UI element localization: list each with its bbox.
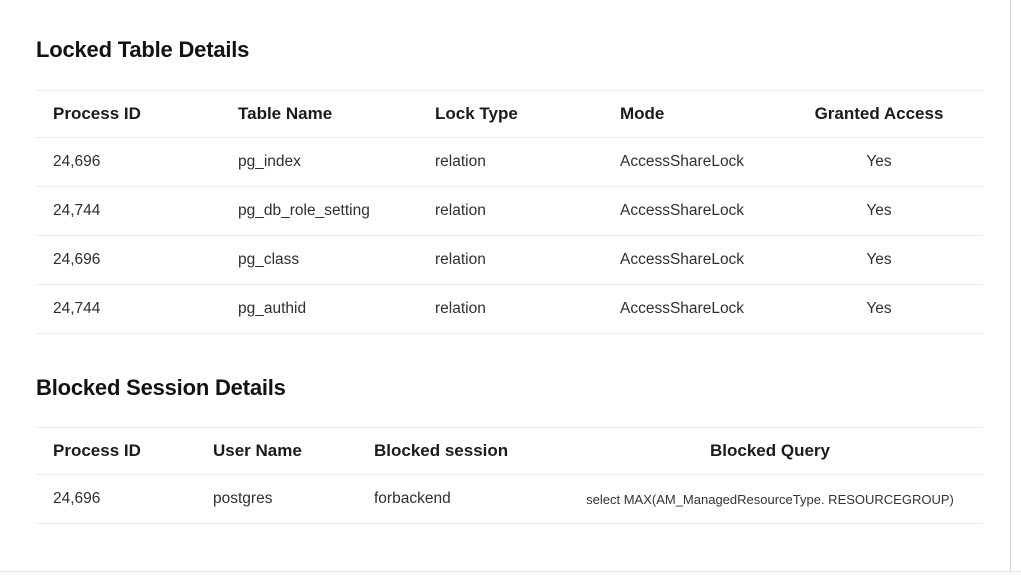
table-cell: pg_index (221, 137, 418, 187)
table-cell: AccessShareLock (603, 186, 775, 236)
table-cell: relation (418, 284, 603, 334)
panel-right-border (1010, 0, 1011, 575)
blocked-session-section: Blocked Session Details Process ID User … (36, 334, 983, 524)
table-cell: pg_class (221, 235, 418, 285)
table-cell: AccessShareLock (603, 137, 775, 187)
table-cell: 24,696 (36, 137, 221, 187)
locked-table: Process ID Table Name Lock Type Mode Gra… (36, 90, 983, 334)
table-cell: 24,696 (36, 474, 196, 524)
locked-table-header: Process ID Table Name Lock Type Mode Gra… (36, 90, 983, 138)
blocked-session-title: Blocked Session Details (36, 375, 286, 400)
table-cell: postgres (196, 474, 357, 524)
table-cell: relation (418, 137, 603, 187)
table-cell: pg_db_role_setting (221, 186, 418, 236)
header-row: Process ID Table Name Lock Type Mode Gra… (36, 90, 983, 138)
column-header-table-name: Table Name (221, 90, 418, 138)
panel-content: Locked Table Details Process ID Table Na… (36, 0, 983, 524)
column-header-process-id: Process ID (36, 427, 196, 475)
column-header-blocked-session: Blocked session (357, 427, 557, 475)
locked-table-section: Locked Table Details Process ID Table Na… (36, 0, 983, 334)
column-header-blocked-query: Blocked Query (557, 427, 983, 475)
table-cell: AccessShareLock (603, 235, 775, 285)
table-cell: 24,744 (36, 186, 221, 236)
header-row: Process ID User Name Blocked session Blo… (36, 427, 983, 475)
panel-bottom-border (0, 571, 1021, 575)
column-header-granted-access: Granted Access (775, 90, 983, 138)
table-cell: 24,744 (36, 284, 221, 334)
table-cell: relation (418, 186, 603, 236)
blocked-session-header: Process ID User Name Blocked session Blo… (36, 427, 983, 475)
table-cell: 24,696 (36, 235, 221, 285)
locked-table-title: Locked Table Details (36, 37, 250, 62)
column-header-mode: Mode (603, 90, 775, 138)
table-cell: AccessShareLock (603, 284, 775, 334)
table-cell: Yes (775, 284, 983, 334)
table-cell: relation (418, 235, 603, 285)
column-header-lock-type: Lock Type (418, 90, 603, 138)
table-cell: pg_authid (221, 284, 418, 334)
table-cell: Yes (775, 137, 983, 187)
blocked-session-table: Process ID User Name Blocked session Blo… (36, 427, 983, 524)
table-cell: forbackend (357, 474, 557, 524)
table-cell: Yes (775, 235, 983, 285)
table-cell: select MAX(AM_ManagedResourceType. RESOU… (557, 474, 983, 524)
table-cell: Yes (775, 186, 983, 236)
column-header-user-name: User Name (196, 427, 357, 475)
column-header-process-id: Process ID (36, 90, 221, 138)
